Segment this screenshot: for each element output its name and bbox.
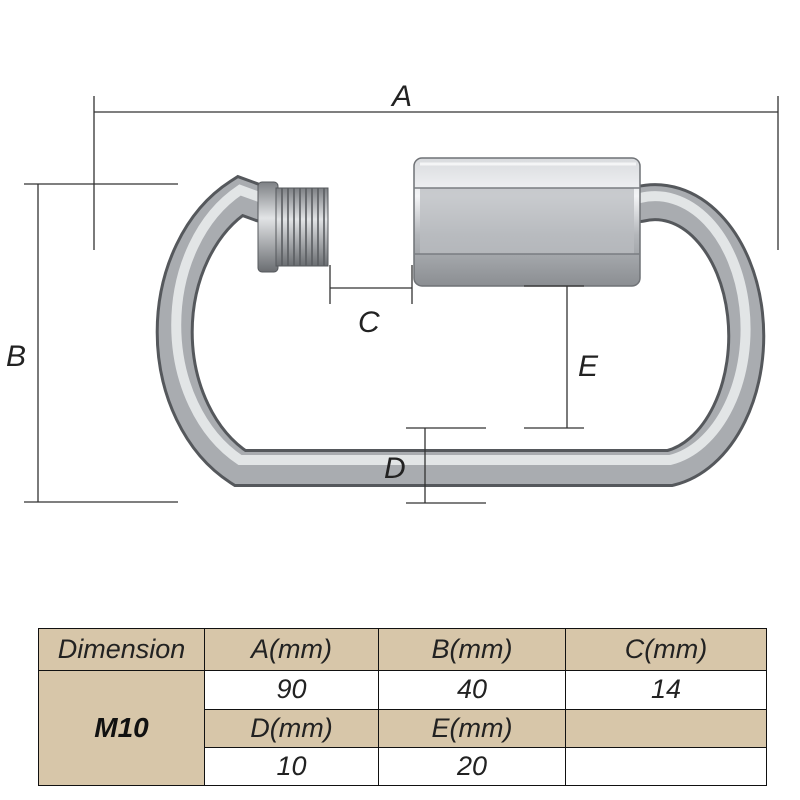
size-label: M10 [38,670,205,786]
dimension-header: Dimension [38,627,205,672]
b-header: B(mm) [378,627,566,672]
dim-label-e: E [578,350,599,383]
empty-header-cell [565,708,767,748]
hex-nut [413,157,641,287]
threaded-end [257,181,329,273]
dim-label-d: D [384,452,406,485]
dimension-lines [24,96,779,504]
quick-link-diagram: A B C D E [6,80,779,504]
link-body [155,174,766,487]
header-row-1: Dimension A(mm) B(mm) C(mm) [38,627,767,672]
empty-value-cell [565,746,767,787]
dim-label-b: B [6,340,26,373]
b-value: 40 [378,670,566,710]
dimension-table: Dimension A(mm) B(mm) C(mm) M10 90 40 14… [38,627,767,787]
value-row-2: 10 20 [39,746,767,787]
a-header: A(mm) [204,627,379,672]
dim-label-c: C [358,306,380,339]
d-header: D(mm) [204,708,379,748]
dim-label-a: A [390,80,412,113]
a-value: 90 [204,670,379,710]
d-value: 10 [204,746,379,787]
e-value: 20 [378,746,566,787]
header-row-2: D(mm) E(mm) [39,708,767,748]
c-value: 14 [565,670,767,710]
c-header: C(mm) [565,627,767,672]
value-row-1: M10 90 40 14 [38,670,767,786]
e-header: E(mm) [378,708,566,748]
